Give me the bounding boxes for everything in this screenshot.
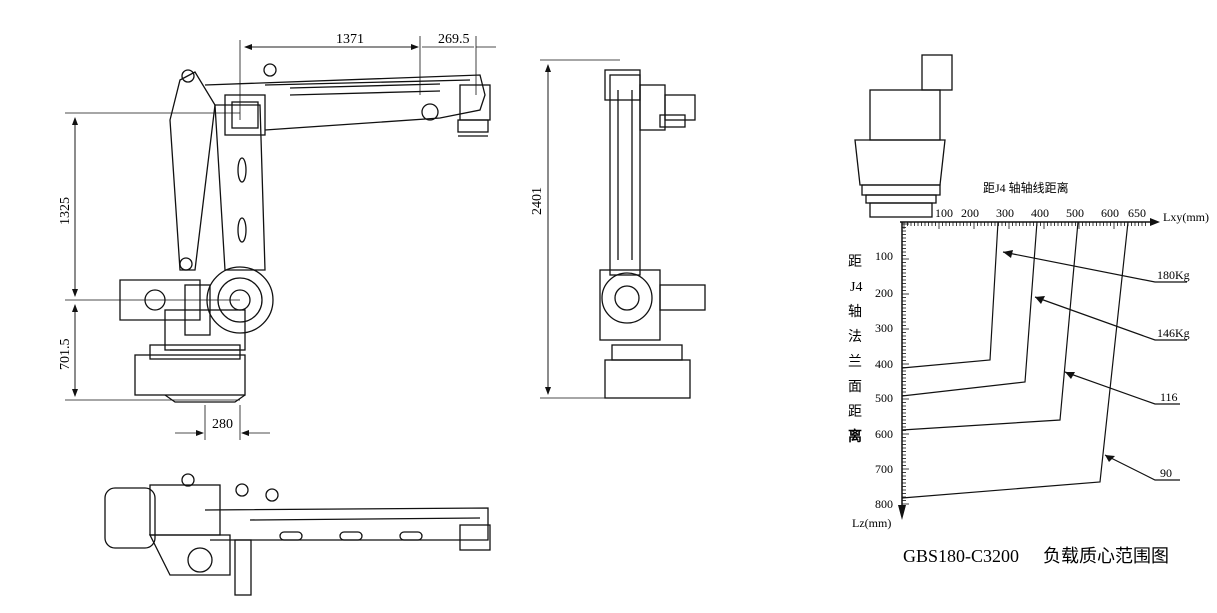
x-tick-400: 400	[1031, 206, 1049, 220]
y-title-char-8: 离	[848, 428, 862, 445]
y-title-char-3: 轴	[848, 304, 862, 320]
x-axis-minor-ticks	[903, 222, 1146, 229]
x-tick-650: 650	[1128, 206, 1146, 220]
top-axis-title: 距J4 轴轴线距离	[983, 180, 1069, 195]
curve-180kg	[901, 221, 999, 369]
y-tick-600: 600	[875, 427, 893, 441]
dim-base-height: 701.5	[58, 339, 73, 371]
y-title-char-7: 距	[848, 404, 862, 420]
x-axis-label: Lxy(mm)	[1163, 210, 1209, 224]
model-label: GBS180-C3200	[903, 546, 1019, 566]
wrist-flange-drawing	[854, 54, 953, 218]
x-tick-100: 100	[935, 206, 953, 220]
y-title-char-4: 法	[848, 329, 862, 345]
robot-side-view	[540, 59, 706, 399]
leader-90	[1104, 454, 1180, 481]
dim-reach: 1371	[336, 32, 364, 47]
y-tick-100: 100	[875, 249, 893, 263]
y-axis-label: Lz(mm)	[852, 516, 891, 530]
chart-caption: 负载质心范围图	[1043, 546, 1169, 566]
leader-146kg	[1034, 296, 1187, 341]
y-title-char-5: 兰	[848, 354, 862, 370]
curve-label-180kg: 180Kg	[1157, 268, 1190, 282]
y-title-char-1: 距	[848, 254, 862, 270]
y-tick-800: 800	[875, 497, 893, 511]
y-tick-500: 500	[875, 391, 893, 405]
load-chart: 100 200 300 400 500 600 650 Lxy(mm) 距J4 …	[848, 54, 1209, 566]
y-tick-300: 300	[875, 321, 893, 335]
y-tick-200: 200	[875, 286, 893, 300]
y-title-char-2: J4	[850, 280, 862, 295]
x-tick-500: 500	[1066, 206, 1084, 220]
front-view-dimensions: 1371 269.5 1325 701.5 280	[58, 32, 470, 432]
x-axis-arrow	[1150, 218, 1160, 226]
curve-label-116: 116	[1160, 390, 1178, 404]
y-title-char-6: 面	[848, 380, 862, 395]
x-tick-300: 300	[996, 206, 1014, 220]
x-tick-200: 200	[961, 206, 979, 220]
dim-base-offset: 280	[212, 417, 233, 432]
leader-180kg	[1002, 251, 1187, 283]
robot-front-view	[65, 36, 496, 440]
dim-total-height: 2401	[530, 187, 545, 215]
dim-offset: 269.5	[438, 32, 470, 47]
curve-90	[901, 221, 1129, 499]
curve-116	[901, 221, 1079, 431]
y-tick-400: 400	[875, 357, 893, 371]
y-axis-arrow	[898, 505, 906, 520]
x-tick-600: 600	[1101, 206, 1119, 220]
curve-146kg	[901, 221, 1038, 397]
robot-top-view	[104, 473, 491, 596]
curve-label-90: 90	[1160, 466, 1172, 480]
curve-label-146kg: 146Kg	[1157, 326, 1190, 340]
dim-upper-height: 1325	[58, 197, 73, 225]
y-axis-minor-ticks	[902, 223, 909, 505]
leader-116	[1064, 371, 1180, 405]
y-tick-700: 700	[875, 462, 893, 476]
